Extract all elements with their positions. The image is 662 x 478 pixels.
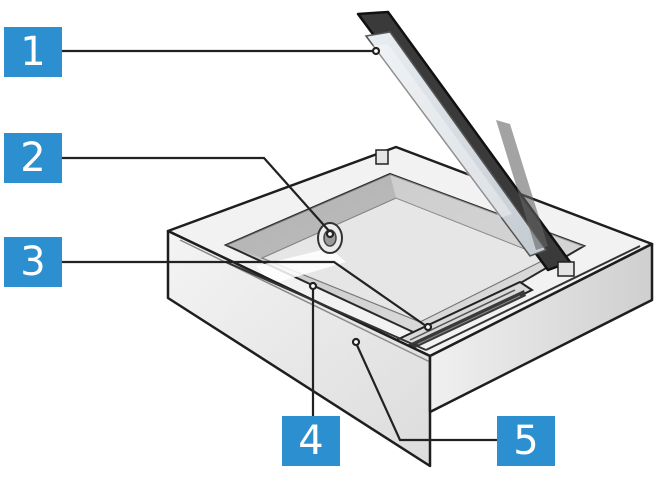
leader-lines	[60, 46, 502, 442]
drawer-side-panel	[428, 242, 654, 414]
leader-line-2	[60, 156, 332, 234]
leader-dot-1	[371, 46, 381, 56]
callout-badge-2: 2	[4, 133, 62, 183]
leader-dot-2	[325, 229, 335, 239]
leader-line-5	[354, 341, 502, 442]
leader-dot-5	[351, 337, 361, 347]
leader-dot-3	[423, 322, 433, 332]
control-panel-edge	[225, 245, 641, 351]
glass-lid	[356, 10, 575, 277]
callout-badge-4: 4	[282, 416, 340, 466]
callout-badge-3: 3	[4, 237, 62, 287]
callout-badge-1: 1	[4, 27, 62, 77]
callout-badge-5: 5	[497, 416, 555, 466]
leader-line-3	[60, 260, 428, 328]
leader-dot-4	[308, 281, 318, 291]
